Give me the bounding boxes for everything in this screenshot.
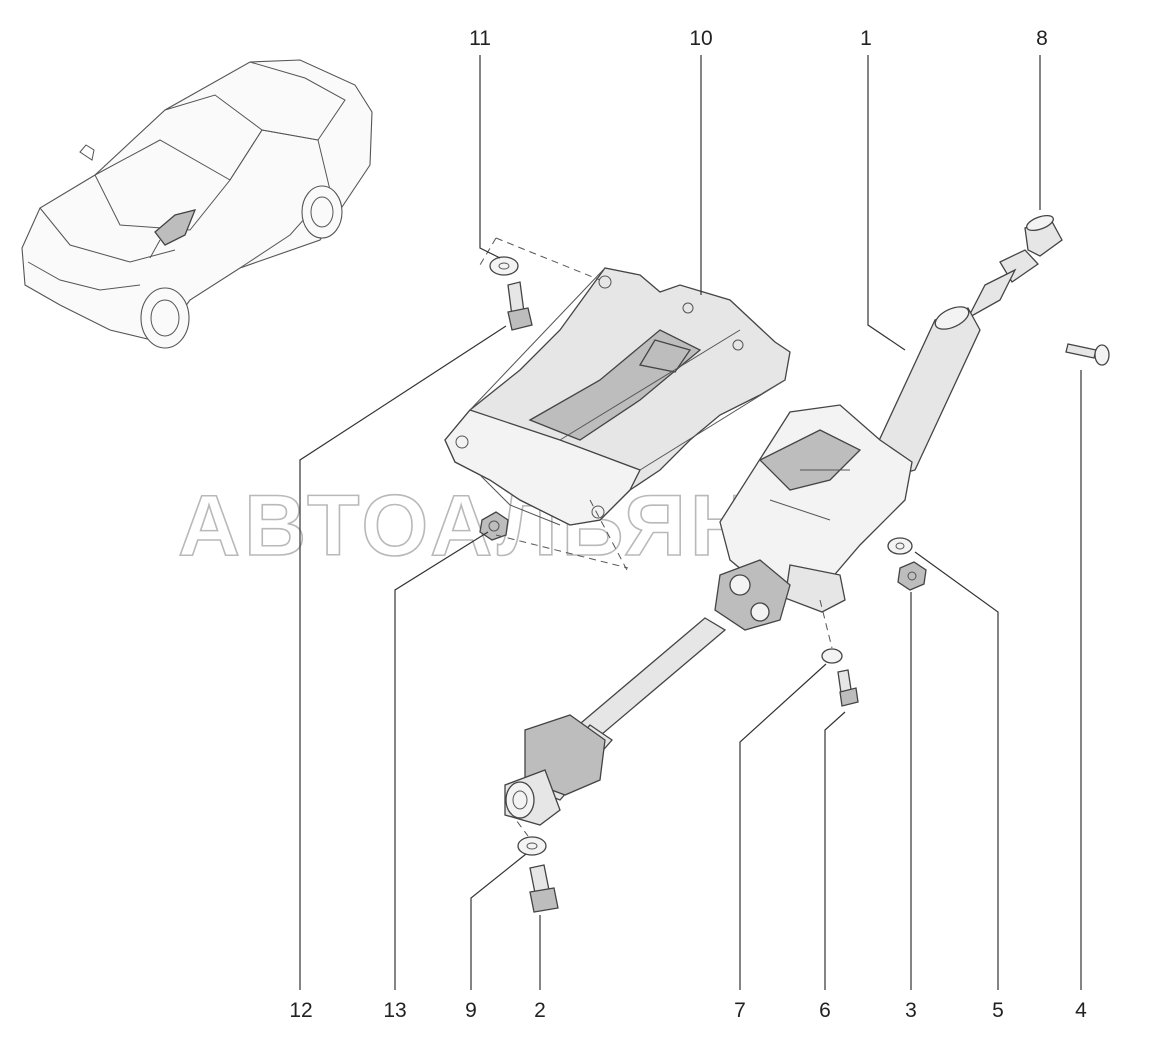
- part-10-bracket: [444, 267, 791, 526]
- part-1-steering-column: [504, 249, 1039, 826]
- callout-6: 6: [819, 999, 831, 1022]
- callout-4: 4: [1075, 999, 1087, 1022]
- leader-lines: [299, 55, 1082, 990]
- callout-8: 8: [1036, 27, 1048, 50]
- part-12-bolt: [507, 281, 533, 331]
- callout-13: 13: [383, 999, 406, 1022]
- part-7-washer: [821, 648, 843, 664]
- part-6-bolt: [837, 669, 859, 707]
- part-9-washer: [517, 836, 547, 856]
- callout-5: 5: [992, 999, 1004, 1022]
- callout-11: 11: [469, 27, 491, 50]
- part-5-washer: [887, 537, 913, 555]
- part-11-washer: [489, 256, 519, 276]
- callout-7: 7: [734, 999, 746, 1022]
- part-2-bolt: [529, 864, 559, 913]
- part-3-nut: [897, 561, 927, 591]
- callout-10: 10: [689, 27, 712, 50]
- part-4-screw: [1065, 343, 1110, 366]
- callout-labels: 11 10 1 8 12 13 9 2 7 6 3 5 4: [289, 27, 1087, 1022]
- part-8-bushing: [1024, 214, 1063, 257]
- vehicle-location-illustration: [21, 59, 373, 349]
- callout-1: 1: [860, 27, 872, 50]
- callout-3: 3: [905, 999, 917, 1022]
- callout-2: 2: [534, 999, 546, 1022]
- callout-9: 9: [465, 999, 477, 1022]
- callout-12: 12: [289, 999, 312, 1022]
